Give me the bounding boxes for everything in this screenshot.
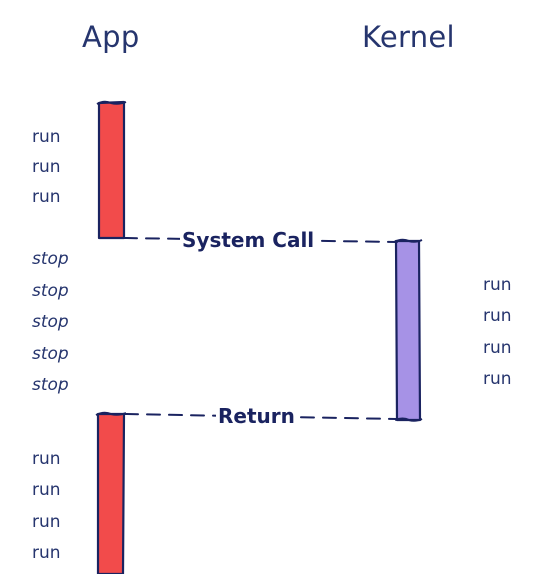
kernel-run-label: run	[483, 275, 512, 295]
app-run-bar-bottom-edge	[95, 411, 127, 416]
kernel-run-label: run	[483, 306, 512, 326]
kernel-run-label: run	[483, 369, 512, 389]
app-run-label: run	[32, 543, 61, 563]
kernel-run-bar-bottom-edge	[394, 417, 423, 422]
app-run-bar-top	[97, 100, 126, 240]
app-run-label: run	[32, 512, 61, 532]
app-stop-label: stop	[32, 281, 69, 301]
app-stop-label: stop	[32, 249, 69, 269]
kernel-run-bar	[394, 239, 422, 422]
app-run-bar-bottom	[96, 412, 126, 574]
app-run-label: run	[32, 449, 61, 469]
return-label: Return	[216, 404, 297, 428]
app-run-label: run	[32, 187, 61, 207]
kernel-run-bar-top-edge	[393, 238, 423, 243]
system-call-label: System Call	[180, 228, 317, 252]
kernel-run-label: run	[483, 338, 512, 358]
app-stop-label: stop	[32, 344, 69, 364]
kernel-header: Kernel	[362, 20, 455, 54]
app-header: App	[82, 20, 140, 54]
app-run-bar-top-edge	[96, 100, 127, 105]
app-stop-label: stop	[32, 312, 69, 332]
app-stop-label: stop	[32, 375, 69, 395]
app-run-label: run	[32, 480, 61, 500]
app-run-label: run	[32, 127, 61, 147]
app-run-label: run	[32, 157, 61, 177]
